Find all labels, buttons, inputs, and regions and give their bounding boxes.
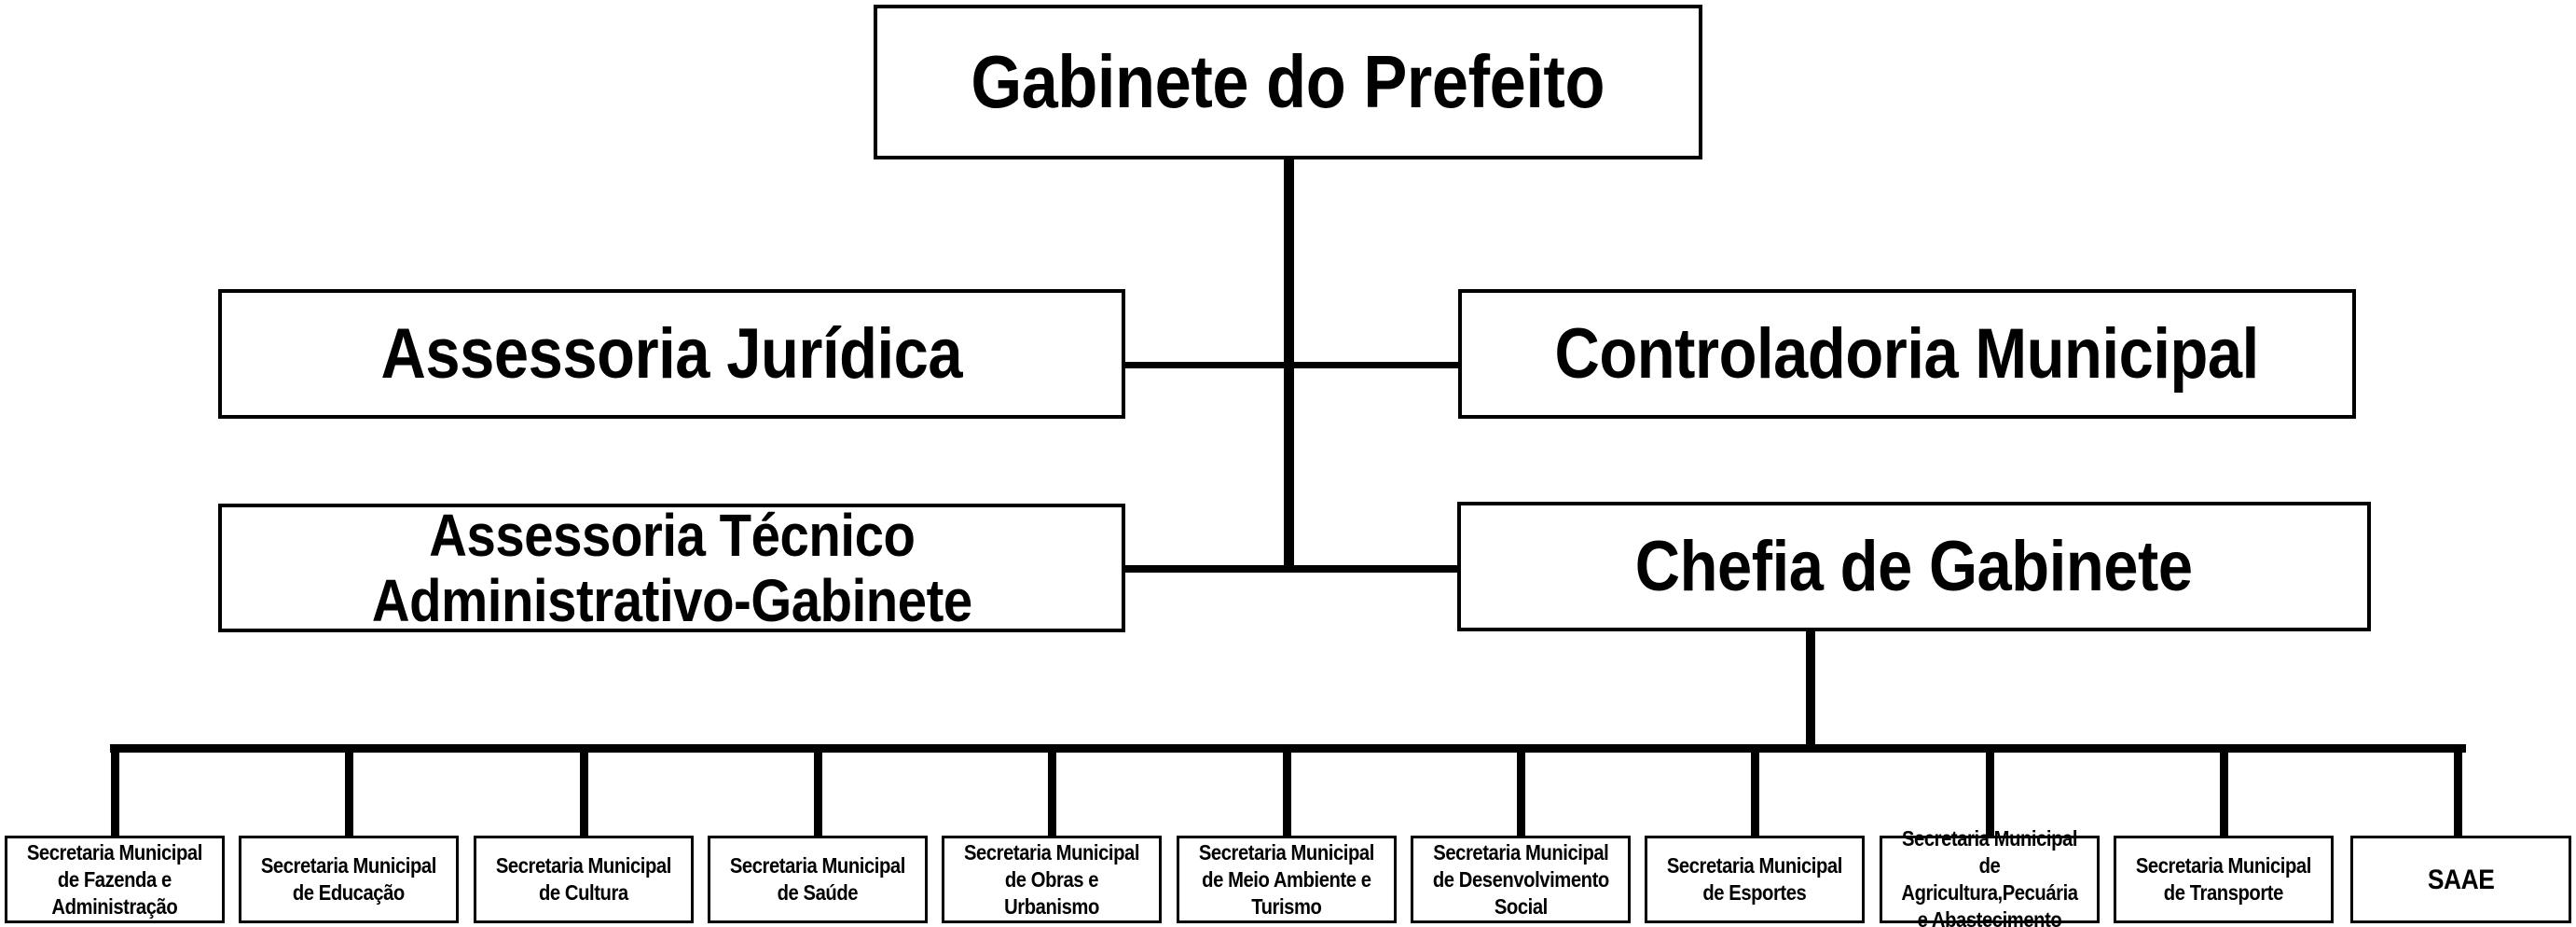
org-box-label: Secretaria Municipal de Agricultura,Pecu…: [1901, 826, 2078, 927]
connector-level2-horizontal: [1125, 362, 1458, 368]
org-box-assessoria-tecnico-administrativo-gabinete: Assessoria Técnico Administrativo-Gabine…: [218, 502, 1125, 634]
org-box-secretaria-meio-ambiente-turismo: Secretaria Municipal de Meio Ambiente e …: [1177, 836, 1397, 923]
org-box-label: SAAE: [2427, 864, 2495, 895]
org-box-label: Secretaria Municipal de Esportes: [1666, 853, 1843, 905]
connector-drop-8: [1751, 744, 1759, 837]
org-box-secretaria-obras-urbanismo: Secretaria Municipal de Obras e Urbanism…: [942, 836, 1162, 923]
connector-chefia-drop: [1806, 630, 1815, 751]
connector-drop-6: [1283, 744, 1291, 837]
org-box-controladoria-municipal: Controladoria Municipal: [1458, 289, 2356, 419]
org-box-secretaria-desenvolvimento-social: Secretaria Municipal de Desenvolvimento …: [1411, 836, 1631, 923]
org-box-label: Secretaria Municipal de Meio Ambiente e …: [1198, 839, 1375, 919]
org-box-label: Secretaria Municipal de Transporte: [2135, 853, 2312, 905]
org-box-label: Secretaria Municipal de Desenvolvimento …: [1432, 839, 1609, 919]
connector-drop-10: [2220, 744, 2228, 837]
org-box-saae: SAAE: [2350, 836, 2571, 923]
connector-drop-1: [111, 744, 119, 837]
org-box-label: Secretaria Municipal de Fazenda e Admini…: [26, 839, 203, 919]
connector-drop-11: [2454, 744, 2462, 837]
connector-level3-horizontal: [1125, 565, 1458, 573]
org-box-secretaria-esportes: Secretaria Municipal de Esportes: [1645, 836, 1865, 923]
org-box-label: Chefia de Gabinete: [1635, 527, 2193, 606]
org-box-label: Secretaria Municipal de Obras e Urbanism…: [963, 839, 1140, 919]
org-box-gabinete-do-prefeito: Gabinete do Prefeito: [874, 5, 1702, 159]
org-box-assessoria-juridica: Assessoria Jurídica: [218, 289, 1125, 419]
org-box-label: Secretaria Municipal de Saúde: [729, 853, 906, 905]
org-box-secretaria-cultura: Secretaria Municipal de Cultura: [474, 836, 694, 923]
org-box-chefia-de-gabinete: Chefia de Gabinete: [1457, 502, 2371, 631]
org-box-secretaria-saude: Secretaria Municipal de Saúde: [708, 836, 928, 923]
org-box-secretaria-fazenda-administracao: Secretaria Municipal de Fazenda e Admini…: [5, 836, 225, 923]
connector-drop-3: [580, 744, 588, 837]
connector-drop-4: [814, 744, 822, 837]
org-box-label: Controladoria Municipal: [1554, 314, 2260, 394]
connector-drop-7: [1517, 744, 1525, 837]
org-box-label: Assessoria Jurídica: [380, 314, 963, 394]
connector-drop-2: [345, 744, 353, 837]
org-box-secretaria-transporte: Secretaria Municipal de Transporte: [2114, 836, 2334, 923]
org-box-secretaria-agricultura-pecuaria-abastecimento: Secretaria Municipal de Agricultura,Pecu…: [1880, 826, 2100, 927]
org-box-secretaria-educacao: Secretaria Municipal de Educação: [239, 836, 459, 923]
org-box-label: Secretaria Municipal de Educação: [260, 853, 437, 905]
org-box-label: Assessoria Técnico Administrativo-Gabine…: [371, 502, 972, 634]
connector-drop-9: [1986, 744, 1994, 837]
org-box-label: Secretaria Municipal de Cultura: [495, 853, 672, 905]
org-box-label: Gabinete do Prefeito: [971, 40, 1605, 123]
connector-drop-5: [1048, 744, 1056, 837]
